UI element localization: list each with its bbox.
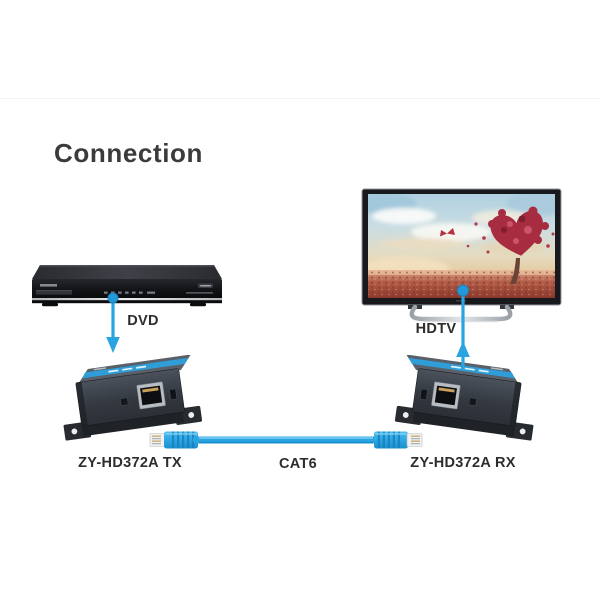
dvd-silver-stripe bbox=[32, 298, 222, 301]
side-shade bbox=[75, 381, 88, 427]
rj45-pins bbox=[438, 387, 455, 393]
tx-label: ZY-HD372A TX bbox=[78, 455, 182, 471]
screw-hole bbox=[187, 411, 195, 419]
ir-window bbox=[468, 397, 477, 406]
stripe-text bbox=[450, 365, 461, 369]
screw-hole bbox=[70, 427, 78, 435]
dvd-brand-logo bbox=[40, 284, 57, 287]
stripe-text bbox=[136, 365, 147, 369]
dvd-front-text bbox=[186, 292, 213, 294]
dvd-base bbox=[32, 300, 222, 304]
dvd-foot-right bbox=[190, 303, 206, 307]
cable-run bbox=[192, 436, 380, 444]
ir-window bbox=[120, 397, 129, 406]
falling-leaves bbox=[466, 222, 555, 254]
tv-icon bbox=[361, 188, 562, 323]
tv-brand-mark bbox=[456, 300, 466, 302]
power-port bbox=[169, 388, 177, 400]
rx-to-hdtv-arrow-icon bbox=[456, 284, 470, 371]
dvd-tray-edge bbox=[36, 290, 72, 291]
screw-hole bbox=[402, 411, 410, 419]
base-plate bbox=[81, 410, 185, 437]
hdmi-extender-tx-icon bbox=[63, 355, 203, 441]
top-label-stripe bbox=[82, 357, 189, 379]
hdtv-label: HDTV bbox=[415, 321, 457, 337]
cat6-label: CAT6 bbox=[279, 456, 317, 472]
stripe-text bbox=[464, 367, 475, 371]
base-plate bbox=[412, 410, 516, 437]
side-shade bbox=[509, 381, 522, 427]
rx-label: ZY-HD372A RX bbox=[410, 455, 516, 471]
stripe-text bbox=[108, 369, 119, 373]
top-logo bbox=[93, 367, 106, 371]
page-title: Connection bbox=[54, 138, 203, 168]
dvd-player-icon bbox=[32, 265, 222, 307]
header-divider bbox=[0, 98, 600, 99]
dvd-label: DVD bbox=[127, 313, 159, 329]
heart-tree bbox=[488, 206, 549, 284]
dvd-to-tx-arrow-icon bbox=[106, 292, 120, 353]
tv-stand bbox=[408, 304, 514, 323]
power-port bbox=[420, 388, 428, 400]
ethernet-cable-icon bbox=[149, 431, 423, 449]
screw-hole bbox=[519, 427, 527, 435]
hdmi-logo-text bbox=[200, 285, 211, 287]
butterfly-icon bbox=[440, 228, 455, 237]
rj45-plug-right bbox=[374, 431, 423, 449]
dvd-top-edge bbox=[39, 265, 215, 267]
rj45-pins bbox=[142, 387, 159, 393]
dvd-front-face bbox=[32, 279, 222, 303]
tv-screen bbox=[368, 194, 555, 298]
dvd-disc-tray bbox=[36, 290, 72, 295]
dvd-foot-left bbox=[42, 303, 58, 307]
top-logo bbox=[491, 367, 504, 371]
stripe-text bbox=[478, 369, 489, 373]
stripe-text bbox=[122, 367, 133, 371]
dvd-top-face bbox=[32, 265, 222, 279]
rj45-plug-left bbox=[149, 431, 198, 449]
